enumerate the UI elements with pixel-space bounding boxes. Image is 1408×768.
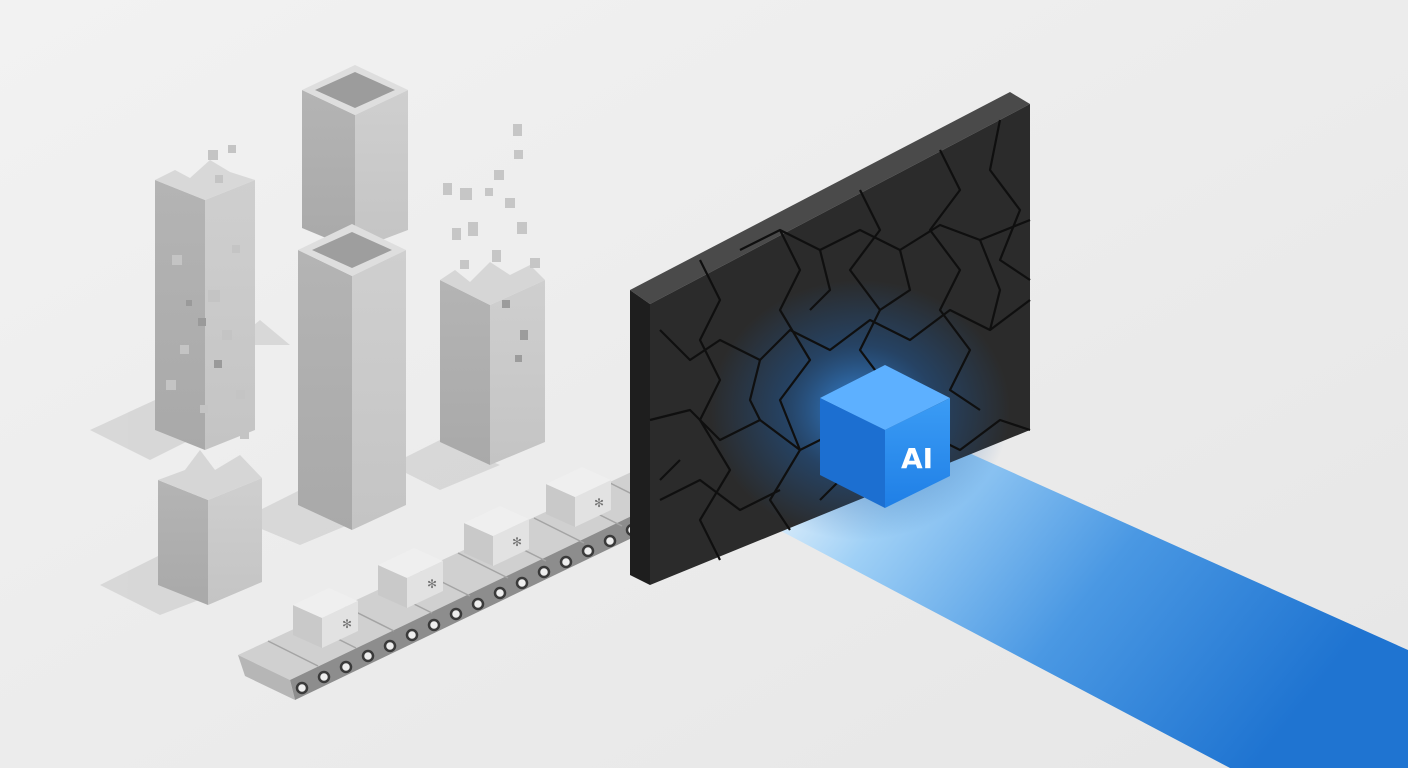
svg-text:✻: ✻: [512, 535, 522, 549]
broken-pillar-icon: [155, 145, 262, 605]
package-box-icon: ✻: [546, 467, 611, 527]
package-box-icon: ✻: [378, 548, 443, 608]
package-box-icon: ✻: [464, 506, 529, 566]
ai-cube-icon: AI: [820, 365, 950, 508]
hollow-pillar-icon: [298, 224, 406, 530]
ai-cube-label: AI: [901, 442, 933, 475]
hollow-pillar-icon: [302, 65, 408, 250]
package-box-icon: ✻: [293, 588, 358, 648]
svg-text:✻: ✻: [342, 617, 352, 631]
svg-text:✻: ✻: [427, 577, 437, 591]
svg-text:✻: ✻: [594, 496, 604, 510]
broken-pillar-icon: [440, 124, 545, 465]
